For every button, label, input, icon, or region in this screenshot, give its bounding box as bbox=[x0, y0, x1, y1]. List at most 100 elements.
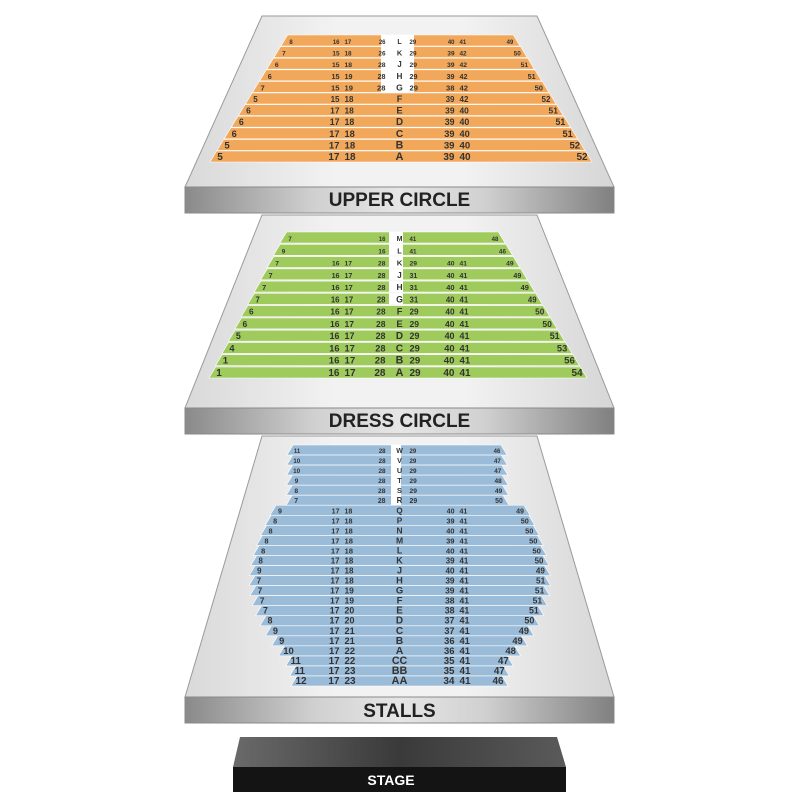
seat-block[interactable] bbox=[208, 366, 588, 379]
seat-block[interactable] bbox=[250, 555, 550, 566]
seat-block[interactable] bbox=[223, 127, 579, 140]
seat-label: U bbox=[397, 466, 402, 475]
seat-block[interactable] bbox=[214, 354, 581, 367]
seat-label: 40 bbox=[444, 356, 455, 367]
seat-block[interactable] bbox=[271, 635, 529, 647]
seat-block[interactable] bbox=[240, 305, 551, 317]
seat-label: 40 bbox=[445, 308, 455, 317]
seat-block[interactable] bbox=[248, 565, 551, 576]
seat-block[interactable] bbox=[285, 655, 514, 667]
seat-block[interactable] bbox=[252, 545, 548, 556]
seat-block[interactable] bbox=[260, 525, 540, 536]
seat-block[interactable] bbox=[237, 104, 564, 116]
seat-label: 17 bbox=[331, 567, 340, 576]
seat-label: 18 bbox=[345, 140, 356, 151]
seat-block[interactable] bbox=[248, 575, 552, 586]
seat-label: 39 bbox=[445, 577, 455, 586]
seat-block[interactable] bbox=[244, 92, 557, 105]
seat-block[interactable] bbox=[227, 329, 566, 342]
seat-label: 17 bbox=[345, 343, 355, 353]
seat-block[interactable] bbox=[278, 645, 522, 657]
seat-label: 8 bbox=[294, 488, 298, 495]
seat-label: 19 bbox=[345, 586, 355, 596]
seat-block[interactable] bbox=[264, 515, 536, 526]
seat-block[interactable] bbox=[289, 665, 510, 677]
seat-block[interactable] bbox=[234, 317, 558, 330]
seat-block[interactable] bbox=[255, 535, 544, 546]
seat-label: 49 bbox=[506, 261, 514, 268]
seat-label: 21 bbox=[345, 636, 355, 646]
seat-block[interactable] bbox=[254, 605, 545, 616]
seat-block[interactable] bbox=[259, 615, 540, 627]
seat-block[interactable] bbox=[269, 504, 531, 516]
seat-label: 29 bbox=[410, 368, 422, 379]
aisle-gap bbox=[389, 268, 403, 280]
seat-block[interactable] bbox=[251, 595, 548, 606]
seat-block[interactable] bbox=[216, 139, 586, 151]
seat-label: 17 bbox=[345, 261, 353, 268]
seat-label: 17 bbox=[329, 666, 340, 677]
seat-label: 39 bbox=[445, 117, 455, 127]
seat-label: 15 bbox=[332, 51, 340, 58]
seat-label: 7 bbox=[288, 237, 292, 243]
seat-block[interactable] bbox=[264, 625, 535, 637]
seat-label: 9 bbox=[295, 478, 299, 485]
seat-label: 40 bbox=[460, 129, 470, 139]
seat-label: 39 bbox=[446, 95, 455, 104]
seat-label: K bbox=[397, 49, 403, 58]
seat-block[interactable] bbox=[230, 115, 571, 128]
seat-block[interactable] bbox=[209, 150, 593, 163]
seat-block[interactable] bbox=[290, 675, 509, 687]
seat-block[interactable] bbox=[221, 342, 573, 354]
seat-block[interactable] bbox=[249, 585, 551, 596]
